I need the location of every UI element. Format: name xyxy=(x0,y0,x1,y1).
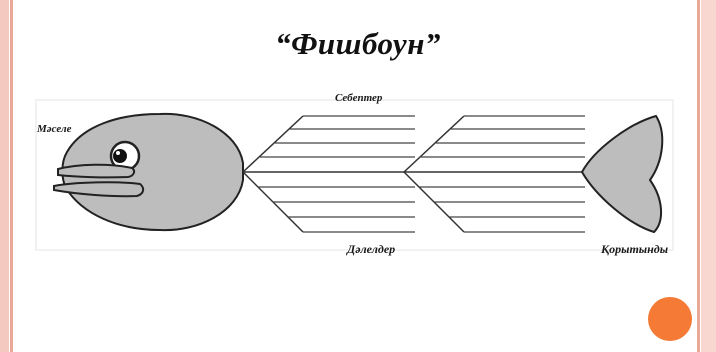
fish-eye-shine xyxy=(116,151,120,155)
chevron-bone-left xyxy=(243,116,303,232)
label-conclusion: Қорытынды xyxy=(601,242,668,257)
fish-upper-lip xyxy=(58,165,134,178)
label-evidence: Дәлелдер xyxy=(347,242,395,257)
label-causes: Себептер xyxy=(335,92,382,104)
fish-lower-lip xyxy=(54,182,143,196)
fish-tail xyxy=(582,116,662,232)
rib-lines-left-group xyxy=(258,116,415,232)
fish-pupil xyxy=(113,149,127,163)
rib-lines-right-group xyxy=(419,116,585,232)
chevron-bone-right xyxy=(404,116,464,232)
orange-circle-decoration xyxy=(648,297,692,341)
label-problem: Мәселе xyxy=(37,123,72,135)
